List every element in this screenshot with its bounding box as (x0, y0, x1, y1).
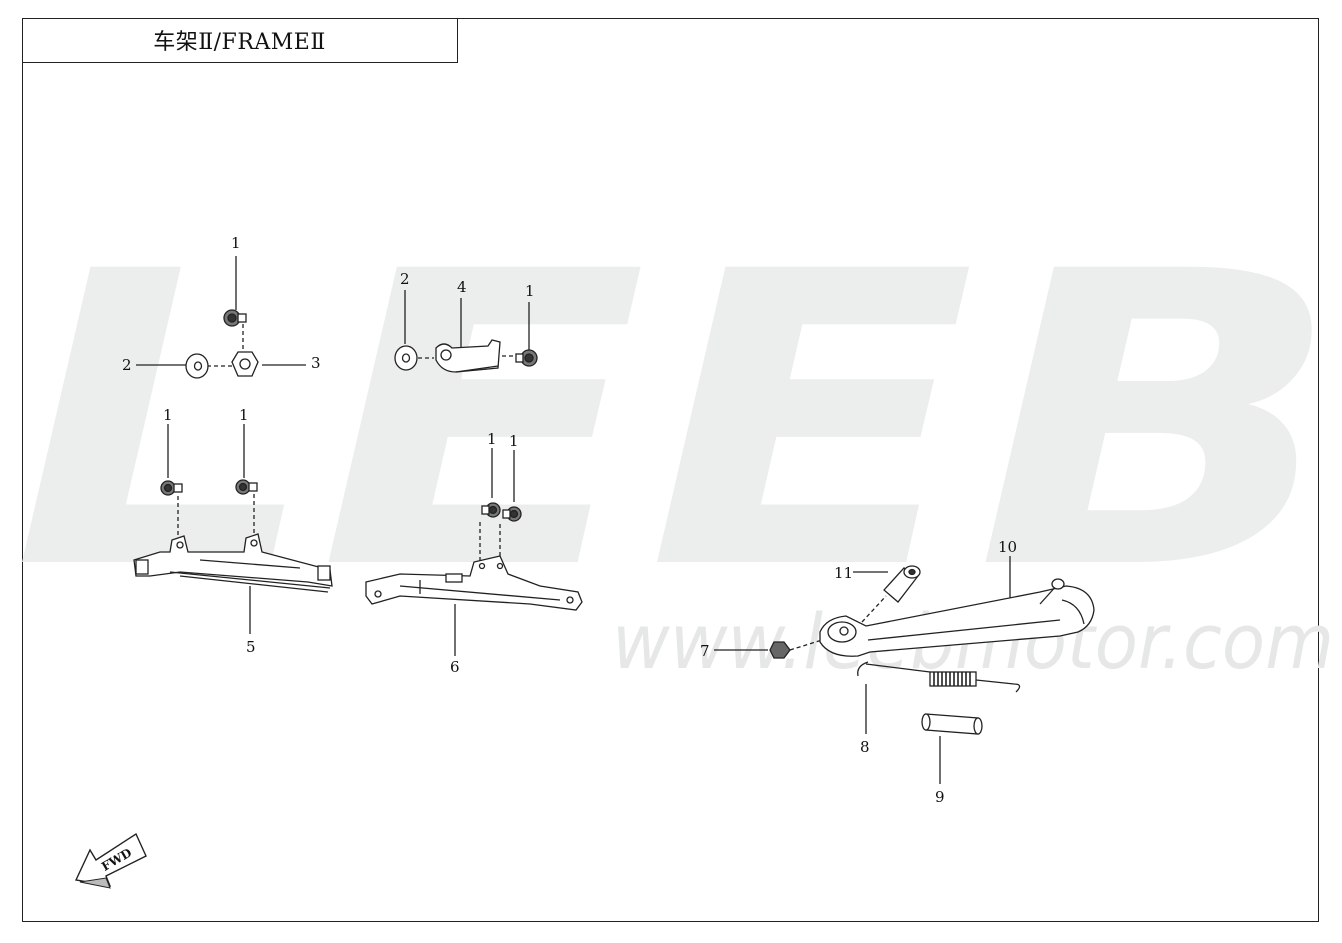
washer-part-2 (394, 345, 418, 371)
spring-part-8 (857, 661, 1021, 693)
bracket-part-4 (435, 339, 501, 373)
bolt-part-11 (883, 565, 921, 603)
callout-11: 11 (834, 564, 853, 582)
callout-8: 8 (860, 738, 870, 756)
part-group-b (394, 290, 538, 373)
callout-10: 10 (998, 538, 1017, 556)
title-block: 车架Ⅱ/FRAMEⅡ (22, 18, 458, 63)
nut-part-3 (231, 351, 259, 377)
watermark-logo: LEEB (12, 186, 1342, 658)
callout-2: 2 (122, 356, 132, 374)
callout-1: 1 (231, 234, 241, 252)
callout-3: 3 (311, 354, 321, 372)
callout-4: 4 (457, 278, 467, 296)
callout-1: 1 (239, 406, 249, 424)
bolt-part-1 (515, 349, 538, 367)
side-stand-part-10 (819, 578, 1095, 657)
bolt-part-1 (481, 502, 501, 518)
part-group-e (714, 556, 1095, 784)
part-group-a (136, 256, 306, 379)
callout-1: 1 (525, 282, 535, 300)
drawing-frame (22, 18, 1319, 922)
washer-part-2 (185, 353, 209, 379)
bolt-part-1 (223, 309, 247, 327)
page-title: 车架Ⅱ/FRAMEⅡ (153, 30, 326, 55)
bolt-part-1 (502, 506, 522, 522)
callout-1: 1 (509, 432, 519, 450)
bolt-part-1 (235, 479, 258, 495)
pin-part-9 (921, 713, 983, 735)
part-group-c (133, 424, 333, 634)
fwd-arrow-icon: FWD (74, 832, 147, 889)
stay-bracket-part-5 (133, 533, 333, 593)
callout-9: 9 (935, 788, 945, 806)
callout-6: 6 (450, 658, 460, 676)
watermark: LEEB www.leebmotor.com (12, 186, 1342, 686)
nut-part-7 (769, 641, 791, 659)
callout-5: 5 (246, 638, 256, 656)
callout-2: 2 (400, 270, 410, 288)
part-group-d (365, 448, 583, 656)
callout-1: 1 (163, 406, 173, 424)
stay-bracket-part-6 (365, 555, 583, 611)
bolt-part-1 (160, 480, 183, 496)
callout-7: 7 (700, 642, 710, 660)
callout-1: 1 (487, 430, 497, 448)
